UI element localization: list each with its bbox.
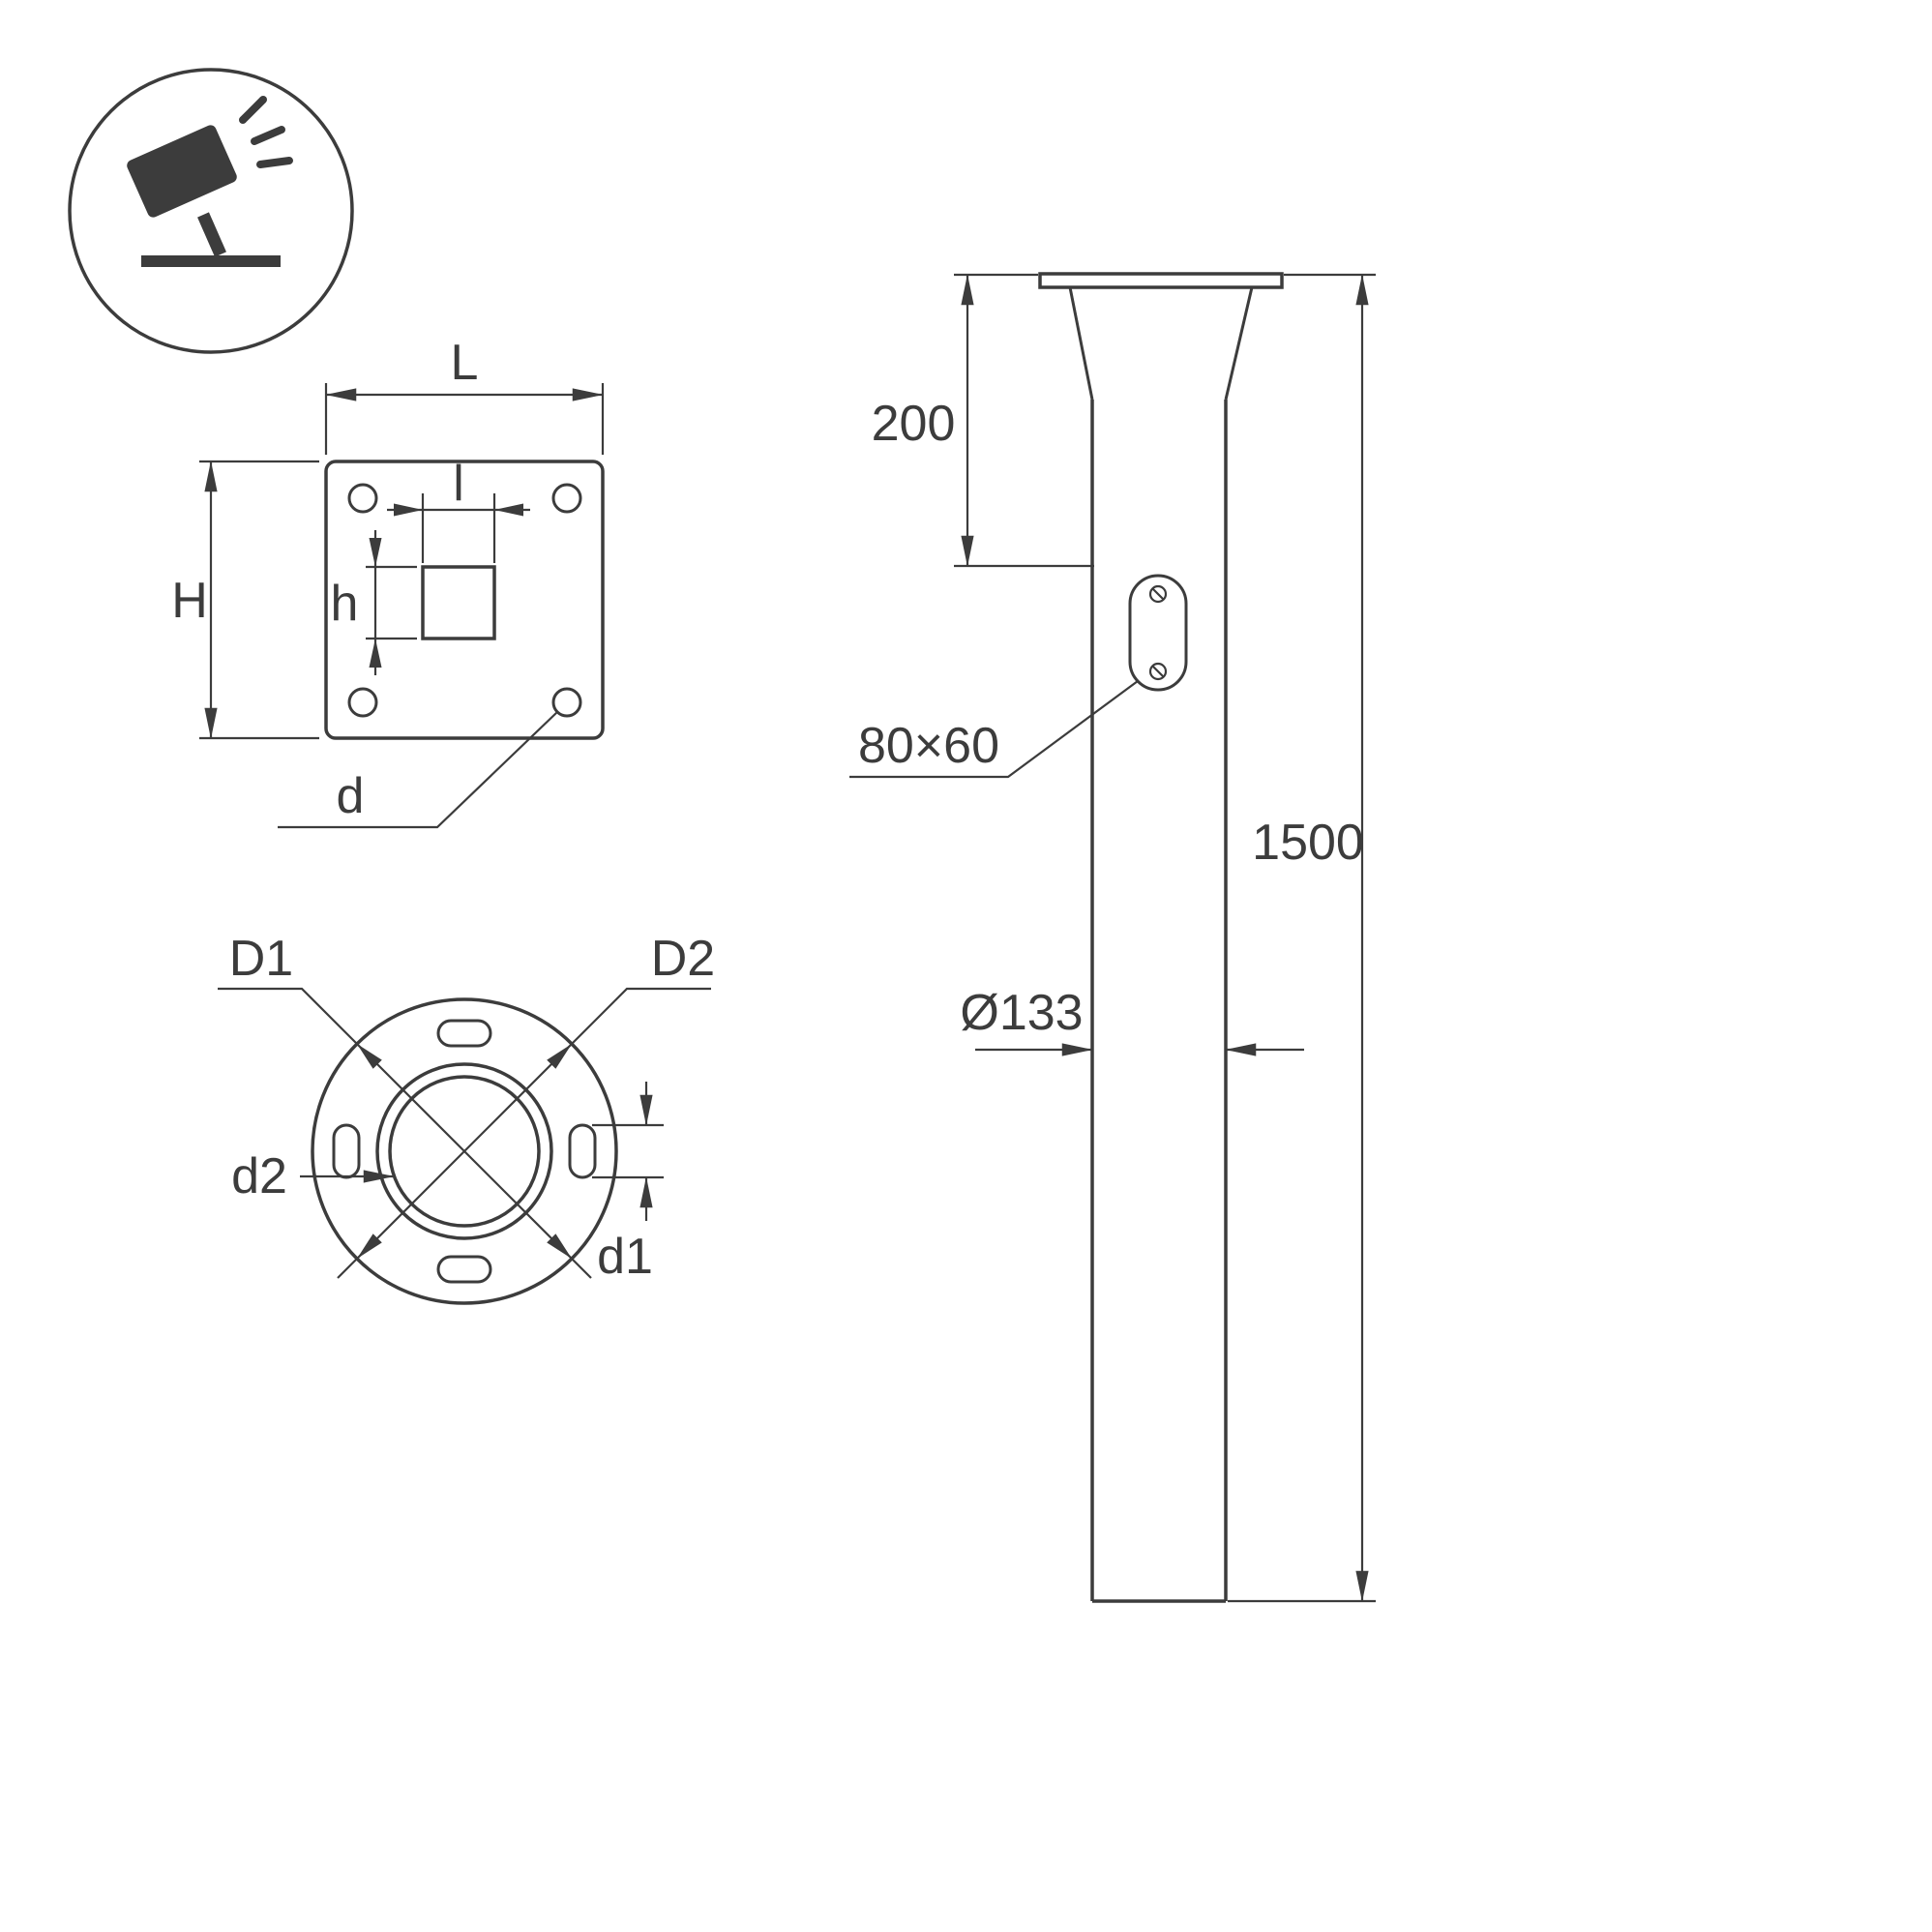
corner-hole [347,483,378,514]
cone-gusset-right [1224,286,1254,401]
dim-label-d: d [337,768,365,824]
pipe-outer-circle [375,1062,553,1240]
flange-top-view: L l H h d [171,335,605,829]
dimension-L: L [324,335,605,455]
cone-gusset-left [1068,286,1094,401]
flange-plate-outline [324,460,605,740]
light-ray-icon [239,96,267,124]
corner-hole [551,483,582,514]
dimension-l: l [387,456,530,563]
flange-bottom-view: D1 D2 d2 d1 [218,931,715,1305]
dimension-1500: 1500 [1228,273,1376,1603]
top-flange-plate [1038,272,1284,289]
pole-elevation-view: 80×60 200 1500 Ø133 [849,272,1376,1603]
dim-label-l: l [453,456,464,512]
slot-hole [332,1123,361,1179]
dimension-d1: d1 [592,1082,664,1285]
projector-body [127,125,237,218]
slot-hole [436,1019,492,1048]
center-square-hole [421,565,496,640]
spotlight-projector-icon [68,68,354,354]
dimension-200: 200 [872,273,1094,568]
leader-access-hole: 80×60 [849,680,1139,779]
dim-label-1500: 1500 [1252,815,1364,871]
dim-label-H: H [171,573,208,629]
slot-hole [568,1123,597,1179]
dimension-D2: D2 [337,931,715,1279]
dim-label-diameter: Ø133 [960,985,1083,1041]
light-ray-icon [256,157,293,168]
pipe-inner-circle [388,1075,541,1228]
leader-d: d [278,711,558,829]
light-ray-icon [251,126,285,145]
dim-label-200: 200 [872,396,956,452]
dimension-h: h [331,530,417,675]
dim-label-D1: D1 [229,931,293,987]
dim-label-d2: d2 [231,1148,287,1204]
corner-hole [347,687,378,718]
dim-label-access-hole: 80×60 [858,718,999,774]
access-hole-screw [1148,584,1168,604]
dim-label-D2: D2 [651,931,715,987]
access-hole-screw [1148,662,1168,681]
dimension-d2: d2 [231,1148,395,1204]
slot-hole [436,1255,492,1284]
corner-hole [551,687,582,718]
projector-stand [197,212,226,257]
dimension-H: H [171,460,319,740]
icon-circle [68,68,354,354]
dim-label-L: L [451,335,479,391]
access-hole-oval [1128,574,1188,692]
dim-label-d1: d1 [597,1229,653,1285]
dim-label-h: h [331,576,359,632]
flange-outer-circle [311,997,618,1305]
dimension-D1: D1 [218,931,592,1279]
dimension-diameter-133: Ø133 [960,985,1304,1056]
